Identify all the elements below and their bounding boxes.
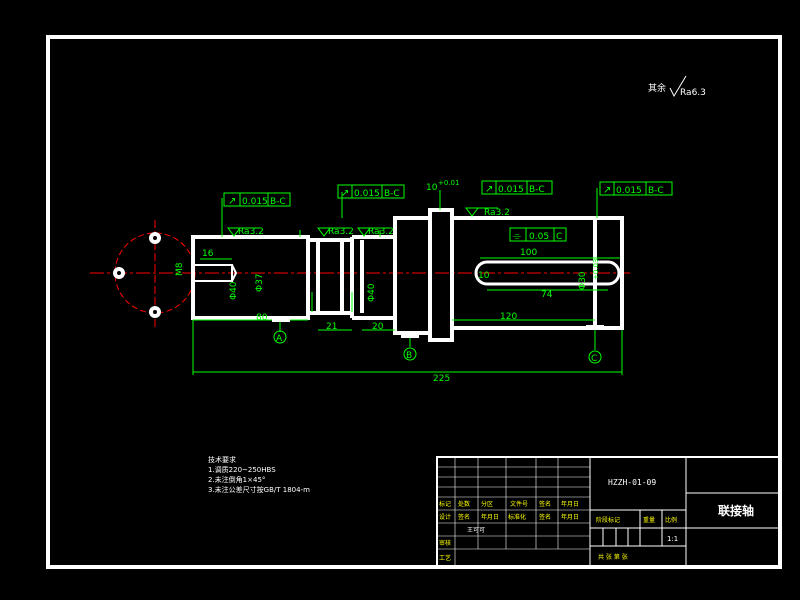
roughness-note-value: Ra6.3 bbox=[680, 88, 706, 98]
drawing-number: HZZH-01-09 bbox=[608, 478, 656, 487]
svg-text:Ra3.2: Ra3.2 bbox=[328, 227, 354, 237]
svg-text:共 张 第 张: 共 张 第 张 bbox=[598, 553, 628, 561]
svg-text:0.015: 0.015 bbox=[616, 186, 642, 196]
tech-notes-title: 技术要求 bbox=[208, 455, 236, 464]
svg-text:阶段标记: 阶段标记 bbox=[596, 516, 620, 524]
datum-a-label: A bbox=[276, 334, 283, 344]
svg-text:10: 10 bbox=[426, 183, 438, 193]
svg-text:标准化: 标准化 bbox=[508, 513, 526, 521]
part-name: 联接轴 bbox=[718, 503, 754, 518]
svg-text:Ra3.2: Ra3.2 bbox=[238, 227, 264, 237]
technical-notes: 技术要求 1.调质220~250HBS 2.未注倒角1×45° 3.未注公差尺寸… bbox=[208, 455, 310, 494]
tolerance-frame-3: ↗ 0.015 B-C bbox=[481, 180, 553, 195]
svg-text:B-C: B-C bbox=[648, 186, 664, 196]
svg-text:0.05: 0.05 bbox=[529, 232, 549, 242]
svg-text:Φ30: Φ30 bbox=[578, 271, 588, 290]
svg-text:80: 80 bbox=[256, 313, 268, 323]
svg-text:B-C: B-C bbox=[270, 197, 286, 207]
tolerance-symbol-icon: ↗ bbox=[485, 184, 493, 195]
title-block: 标记 处数 分区 文件号 签名 年月日 设计 签名 年月日 标准化 签名 年月日… bbox=[436, 456, 781, 568]
svg-text:Φ37: Φ37 bbox=[255, 273, 265, 292]
drawing-border bbox=[46, 35, 782, 569]
tolerance-frame-5: ⌯ 0.05 C bbox=[509, 227, 567, 242]
scale-value: 1:1 bbox=[667, 535, 678, 543]
svg-text:2.未注倒角1×45°: 2.未注倒角1×45° bbox=[208, 475, 265, 484]
datum-markers: A B C bbox=[272, 317, 604, 364]
svg-text:B-C: B-C bbox=[529, 185, 545, 195]
svg-text:标记: 标记 bbox=[439, 500, 451, 508]
svg-text:20: 20 bbox=[372, 322, 384, 332]
svg-text:C: C bbox=[556, 232, 562, 242]
svg-text:B-C: B-C bbox=[384, 189, 400, 199]
tolerance-frame-4: ↗ 0.015 B-C bbox=[599, 181, 673, 196]
svg-text:21: 21 bbox=[326, 322, 337, 332]
svg-text:签名: 签名 bbox=[539, 513, 551, 521]
svg-text:年月日: 年月日 bbox=[481, 513, 499, 521]
svg-text:工艺: 工艺 bbox=[439, 554, 451, 562]
roughness-symbol-icon bbox=[669, 75, 687, 98]
dimension-text: 16 M8 Φ40 Φ37 Φ40 21 20 80 120 100 74 10… bbox=[175, 179, 600, 384]
keyway-slot bbox=[474, 260, 621, 286]
designer-name: 王可可 bbox=[467, 527, 485, 534]
tolerance-symbol-icon: ↗ bbox=[603, 185, 611, 196]
svg-text:设计: 设计 bbox=[439, 513, 451, 521]
svg-text:1.调质220~250HBS: 1.调质220~250HBS bbox=[208, 465, 276, 474]
svg-text:Ra3.2: Ra3.2 bbox=[368, 227, 394, 237]
symmetry-icon: ⌯ bbox=[513, 231, 521, 242]
svg-text:签名: 签名 bbox=[458, 513, 470, 521]
svg-text:0.015: 0.015 bbox=[242, 197, 268, 207]
threaded-hole bbox=[193, 264, 233, 282]
tolerance-frame-1: ↗ 0.015 B-C bbox=[223, 192, 291, 207]
svg-text:+0.01: +0.01 bbox=[438, 179, 459, 187]
svg-text:处数: 处数 bbox=[458, 500, 470, 508]
svg-text:16: 16 bbox=[202, 249, 214, 259]
tolerance-symbol-icon: ↗ bbox=[341, 188, 349, 199]
svg-text:文件号: 文件号 bbox=[510, 500, 528, 508]
svg-text:10: 10 bbox=[478, 271, 490, 281]
svg-text:74: 74 bbox=[541, 290, 553, 300]
roughness-note-label: 其余 bbox=[648, 82, 666, 94]
svg-text:Φ40: Φ40 bbox=[229, 281, 239, 300]
svg-text:0.015: 0.015 bbox=[354, 189, 380, 199]
svg-text:Φ40: Φ40 bbox=[367, 283, 377, 302]
datum-b-label: B bbox=[406, 351, 412, 361]
svg-text:225: 225 bbox=[433, 374, 450, 384]
svg-text:分区: 分区 bbox=[481, 500, 493, 508]
datum-c-label: C bbox=[591, 354, 597, 364]
svg-text:Ra3.2: Ra3.2 bbox=[484, 208, 510, 218]
roughness-marks: Ra3.2 Ra3.2 Ra3.2 Ra3.2 bbox=[227, 207, 510, 237]
tolerance-symbol-icon: ↗ bbox=[228, 196, 236, 207]
tolerance-frame-2: ↗ 0.015 B-C bbox=[337, 184, 405, 199]
svg-text:0.015: 0.015 bbox=[498, 185, 524, 195]
svg-text:年月日: 年月日 bbox=[561, 513, 579, 521]
svg-text:120: 120 bbox=[500, 312, 517, 322]
svg-text:审核: 审核 bbox=[439, 539, 451, 547]
svg-text:比例: 比例 bbox=[665, 516, 677, 524]
svg-text:3.未注公差尺寸按GB/T 1804-m: 3.未注公差尺寸按GB/T 1804-m bbox=[208, 485, 310, 494]
svg-text:签名: 签名 bbox=[539, 500, 551, 508]
svg-text:M8: M8 bbox=[175, 262, 185, 276]
svg-text:100: 100 bbox=[520, 248, 537, 258]
svg-text:+0.03: +0.03 bbox=[592, 259, 600, 280]
svg-text:年月日: 年月日 bbox=[561, 500, 579, 508]
svg-text:重量: 重量 bbox=[643, 516, 655, 524]
roughness-note: 其余 Ra6.3 bbox=[648, 75, 706, 98]
shaft-outline bbox=[191, 208, 624, 342]
